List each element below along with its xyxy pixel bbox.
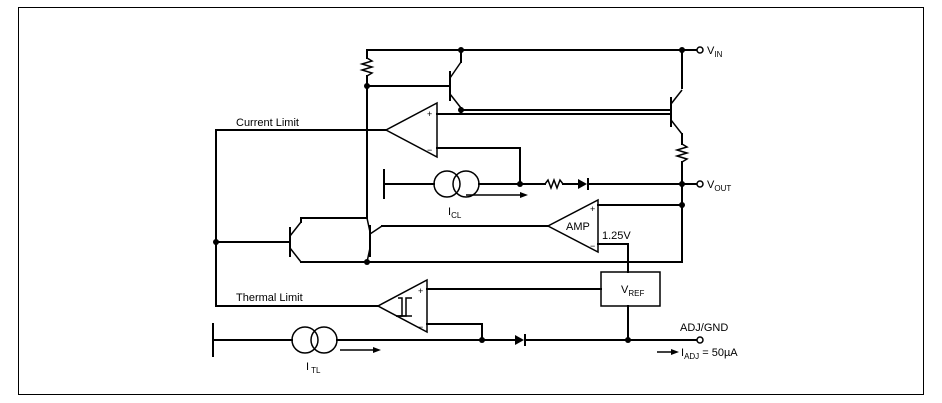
- iadj-arrowhead: [671, 349, 679, 355]
- svg-text:+: +: [427, 109, 432, 119]
- vref-block: VREF: [600, 271, 661, 307]
- current-limit-comparator: + −: [384, 101, 438, 159]
- vout-sense-resistor: [544, 177, 579, 191]
- vin-junction-dot: [458, 47, 464, 53]
- svg-text:VREF: VREF: [621, 284, 644, 298]
- thermal-limit-label: Thermal Limit: [236, 292, 303, 304]
- itl-current-source: [212, 323, 516, 357]
- vin-junction-dot: [679, 47, 685, 53]
- transistor-q4: [215, 217, 368, 263]
- current-limit-label: Current Limit: [236, 117, 299, 129]
- vin-label: VIN: [707, 45, 723, 59]
- diagram-frame: [18, 7, 924, 395]
- vout-terminal: [696, 180, 704, 188]
- icl-current-source: [383, 169, 546, 199]
- ground-diode: [515, 334, 698, 346]
- vin-terminal: [696, 46, 704, 54]
- svg-text:−: −: [590, 241, 595, 251]
- vout-diode: [578, 178, 683, 190]
- transistor-q1: [366, 61, 670, 111]
- svg-text:AMP: AMP: [566, 221, 590, 233]
- transistor-q2-output: [670, 89, 683, 145]
- v125-label: 1.25V: [602, 230, 631, 242]
- adj-gnd-terminal: [696, 336, 704, 344]
- svg-text:+: +: [590, 204, 595, 214]
- svg-text:+: +: [418, 286, 423, 296]
- error-amplifier: AMP + −: [546, 198, 599, 254]
- vout-label: VOUT: [707, 179, 731, 193]
- adj-gnd-label: ADJ/GND: [680, 322, 728, 334]
- svg-text:−: −: [418, 322, 423, 332]
- svg-text:−: −: [427, 145, 432, 155]
- output-resistor: [674, 143, 690, 263]
- vin-rail: [366, 49, 698, 89]
- sense-resistor-top: [359, 49, 375, 219]
- transistor-q3: [366, 217, 383, 263]
- junction-dot: [625, 337, 631, 343]
- thermal-limit-comparator: + −: [376, 278, 428, 334]
- icl-label: ICL: [448, 206, 462, 220]
- iadj-label: IADJ = 50µA: [681, 347, 738, 361]
